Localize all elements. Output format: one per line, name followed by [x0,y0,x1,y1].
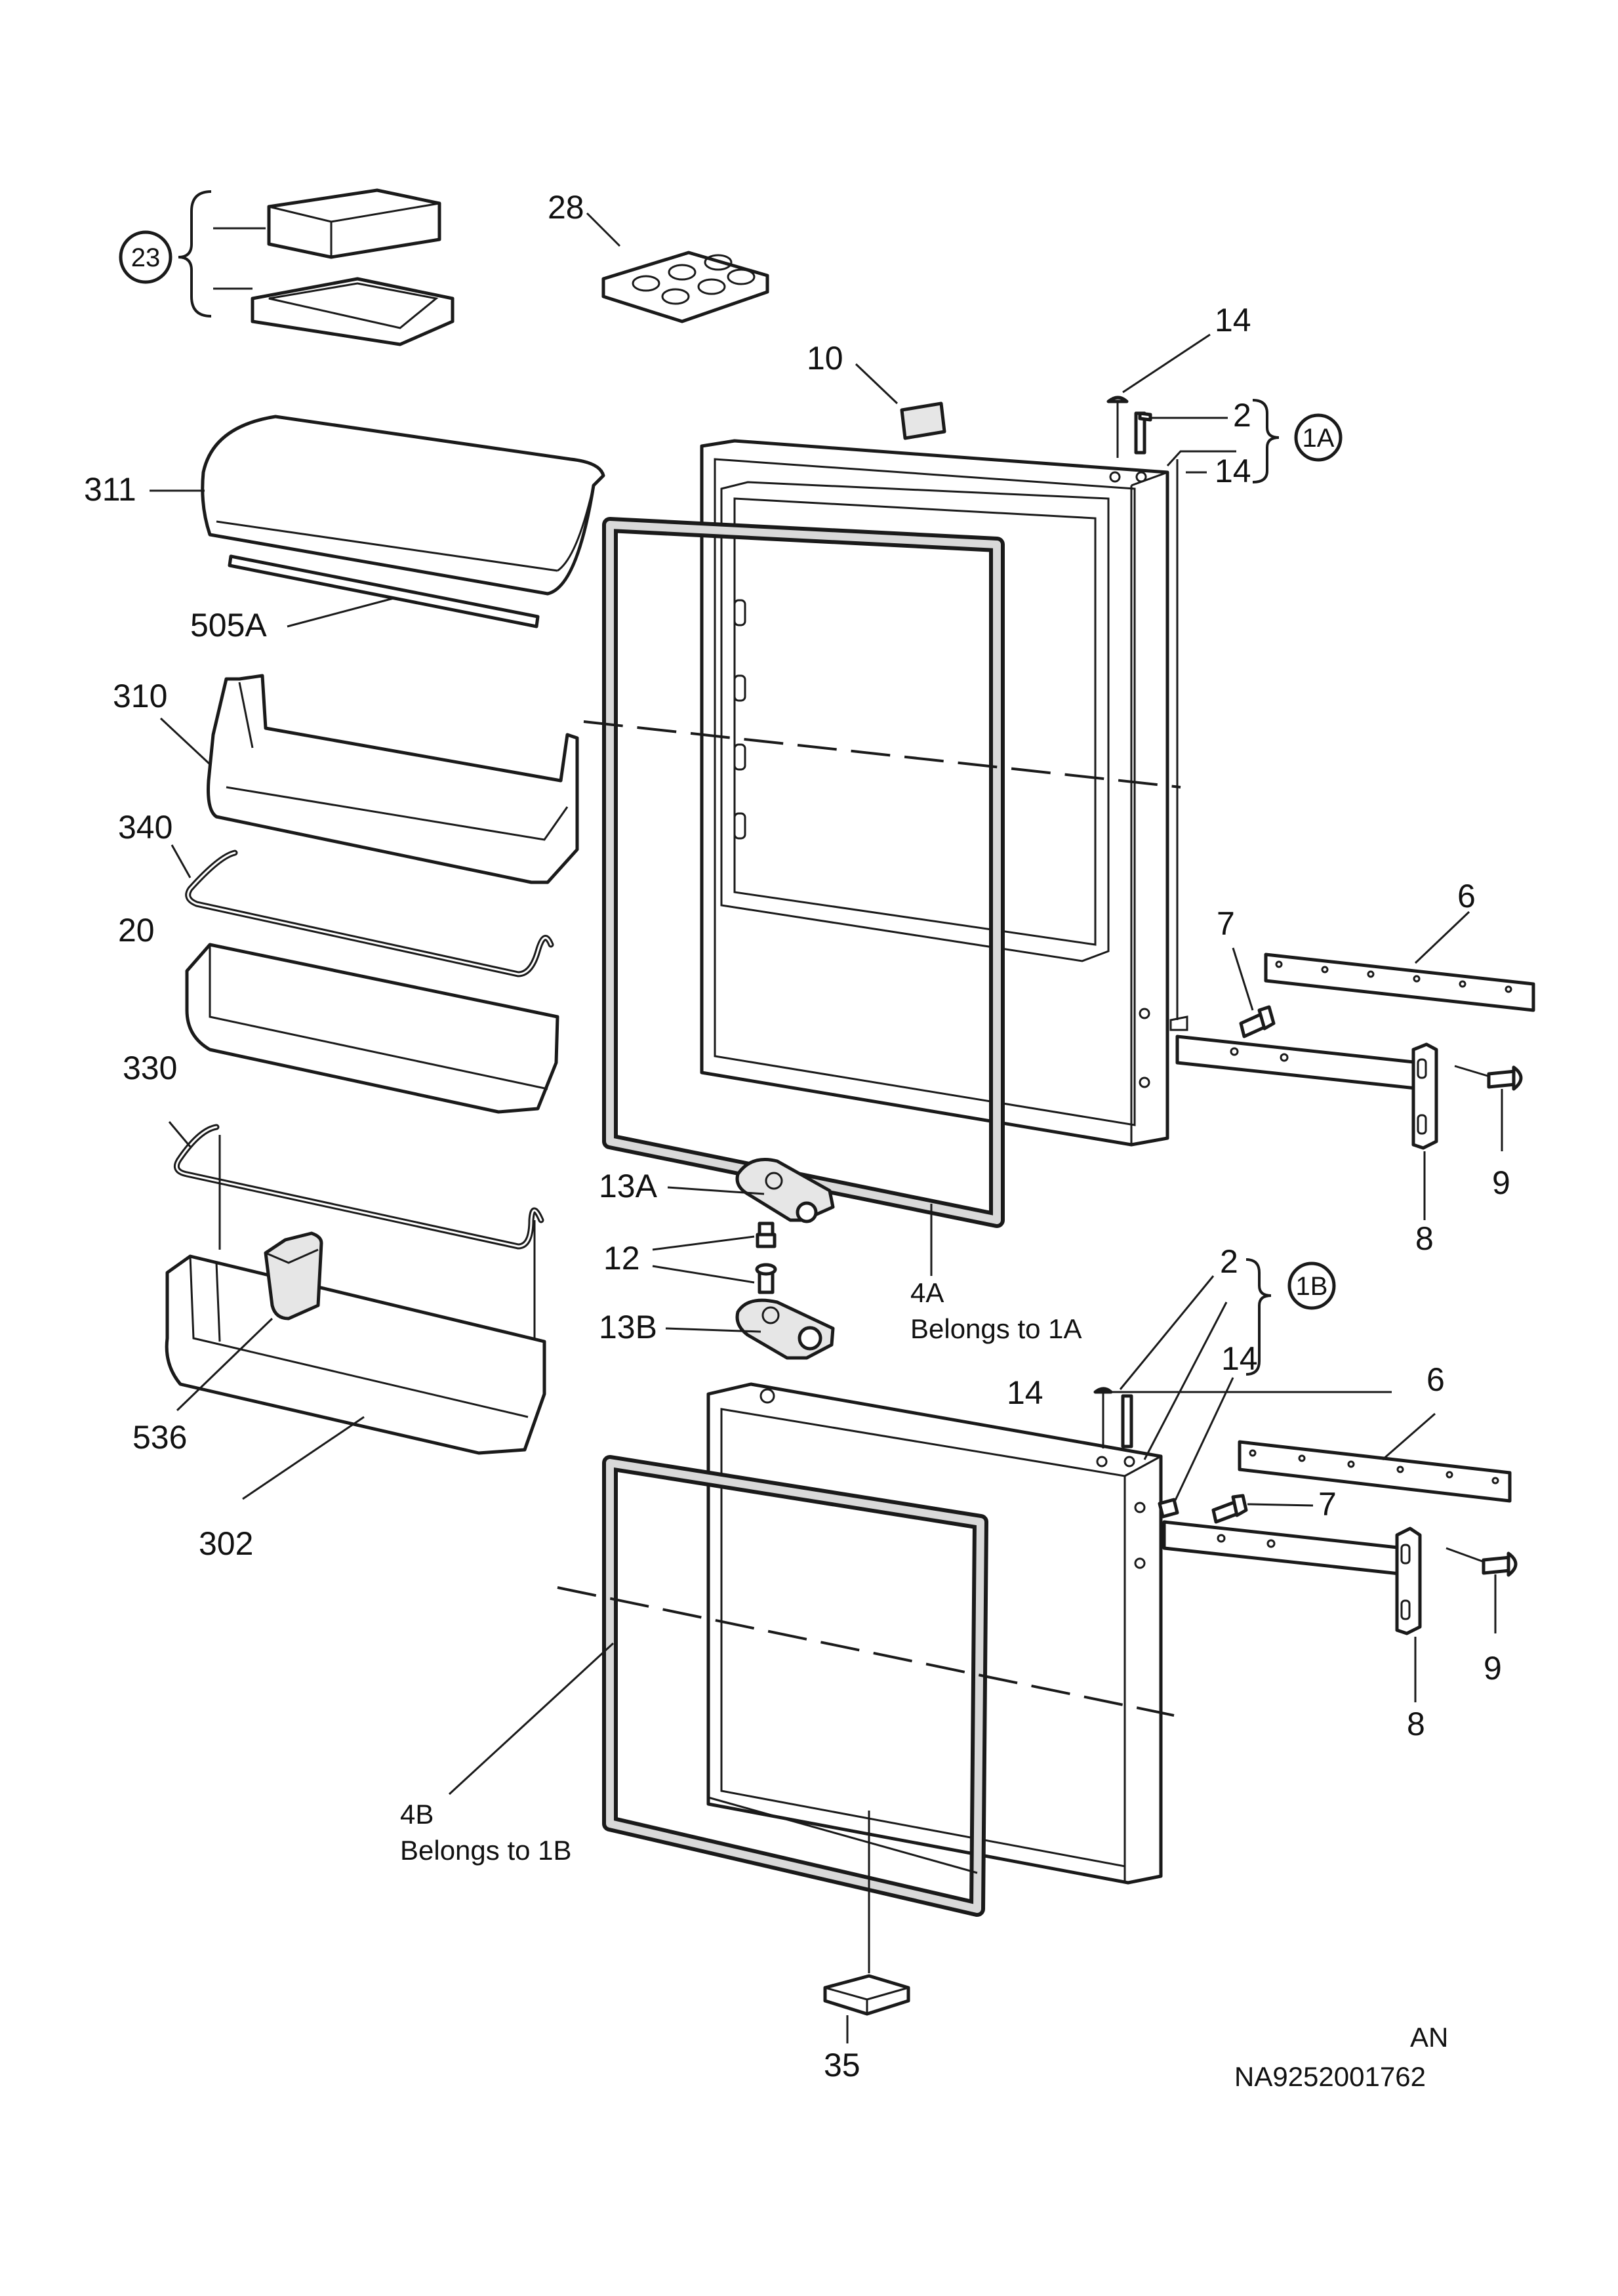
upper-door-1A [700,439,1169,1147]
part-13B-hinge-bracket [735,1298,835,1360]
part-35-cap [823,1974,910,2016]
label-9-bottom: 9 [1484,1650,1502,1687]
label-4A-number: 4A [910,1277,944,1308]
part-1B-circle [1287,1261,1336,1310]
label-23: 23 [131,243,161,272]
label-14-bottom: 14 [1007,1374,1043,1411]
part-23-circle [119,230,172,284]
part-536-divider [264,1231,323,1321]
label-14-top: 14 [1215,302,1251,338]
footer-doc-number: NA9252001762 [1234,2061,1426,2092]
label-7-bottom: 7 [1318,1486,1337,1523]
part-8-bottom-hinge [1162,1520,1422,1635]
label-302: 302 [199,1525,253,1562]
part-20-door-shelf [185,943,559,1114]
label-6-top: 6 [1457,878,1476,914]
part-310-door-shelf [207,674,579,884]
label-20: 20 [118,912,155,949]
label-7-top: 7 [1217,905,1235,942]
label-28: 28 [548,189,584,226]
label-2-top: 2 [1233,397,1251,434]
label-8-top: 8 [1415,1220,1434,1257]
label-9-top: 9 [1492,1164,1510,1201]
part-1A-circle [1294,413,1343,462]
label-8-bottom: 8 [1407,1706,1425,1742]
part-302-bottle-shelf [165,1254,546,1455]
label-310: 310 [113,678,167,714]
cut-line-upper [583,720,1181,789]
part-13A-hinge-bracket [735,1158,835,1223]
part-6-bottom-hinge-plate [1238,1440,1512,1503]
brace-1A [1252,399,1280,483]
part-7-top-screw [1239,1005,1276,1038]
label-330: 330 [123,1050,177,1086]
label-13A: 13A [599,1168,658,1204]
label-13B: 13B [599,1309,657,1345]
label-2-bottom: 2 [1220,1243,1238,1280]
lower-door-1B [706,1382,1163,1885]
gasket-4B [602,1455,988,1917]
label-536: 536 [132,1419,187,1456]
part-8-top-hinge [1175,1035,1438,1150]
label-340: 340 [118,809,172,846]
part-340-wire-bar [185,850,554,977]
label-1A: 1A [1303,424,1335,453]
part-10-plate [900,401,946,440]
label-311: 311 [84,471,136,508]
brace-1B [1245,1258,1272,1376]
part-6-top-hinge-plate [1264,953,1535,1012]
label-1B: 1B [1296,1272,1328,1301]
part-311-dairy-compartment [201,415,605,596]
part-12-pin [755,1221,777,1294]
label-35: 35 [824,2047,860,2083]
label-14-top2: 14 [1215,453,1251,489]
label-505A: 505A [190,607,267,644]
part-330-wire-bar [173,1124,544,1351]
label-4A-note: Belongs to 1A [910,1313,1082,1344]
brace-23 [178,190,212,318]
label-12: 12 [603,1240,640,1277]
label-4B-number: 4B [400,1799,434,1830]
label-6-bottom: 6 [1426,1361,1445,1398]
screws-lower-hinge [1093,1387,1392,1519]
label-4B-note: Belongs to 1B [400,1835,572,1866]
gasket-4A [602,517,1005,1228]
part-505A-strip [228,554,540,628]
part-9-top-screw [1487,1065,1523,1091]
part-23-butter-dish [251,188,455,346]
part-9-bottom-screw [1482,1551,1518,1577]
footer-lang-code: AN [1410,2022,1448,2053]
part-7-bottom-screw [1211,1494,1248,1524]
part-28-egg-tray [601,251,769,323]
label-14-bottom2: 14 [1221,1340,1258,1377]
screws-top-hinge [1106,396,1188,1031]
label-10: 10 [807,340,843,377]
